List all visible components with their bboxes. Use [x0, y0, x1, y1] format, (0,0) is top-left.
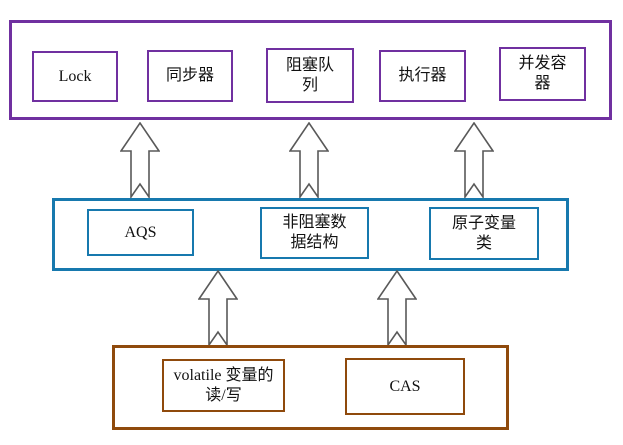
node-cas-label: CAS: [389, 377, 421, 395]
up-arrow-icon: [377, 270, 417, 346]
node-synchronizer-label: 同步器: [165, 67, 214, 84]
node-lock: Lock: [32, 51, 118, 102]
node-aqs-label: AQS: [124, 223, 157, 241]
node-volatile-read-write: volatile 变量的读/写: [162, 359, 285, 412]
up-arrow-icon: [198, 270, 238, 346]
node-volatile-read-write-label: volatile 变量的读/写: [173, 366, 274, 404]
node-lock-label: Lock: [58, 67, 92, 85]
node-aqs: AQS: [87, 209, 194, 256]
node-nonblocking-data-structure: 非阻塞数据结构: [260, 207, 369, 259]
node-nonblocking-data-structure-label: 非阻塞数据结构: [282, 214, 347, 251]
node-atomic-variable-class: 原子变量类: [429, 207, 539, 260]
node-cas: CAS: [345, 358, 465, 415]
node-synchronizer: 同步器: [147, 50, 233, 102]
node-executor: 执行器: [379, 50, 466, 102]
node-concurrent-container: 并发容器: [499, 47, 586, 101]
node-blocking-queue-label: 阻塞队列: [285, 56, 334, 94]
node-atomic-variable-class-label: 原子变量类: [451, 214, 516, 252]
up-arrow-icon: [289, 122, 329, 198]
up-arrow-icon: [454, 122, 494, 198]
up-arrow-icon: [120, 122, 160, 198]
node-executor-label: 执行器: [398, 67, 447, 84]
node-concurrent-container-label: 并发容器: [518, 55, 567, 92]
node-blocking-queue: 阻塞队列: [266, 48, 354, 103]
